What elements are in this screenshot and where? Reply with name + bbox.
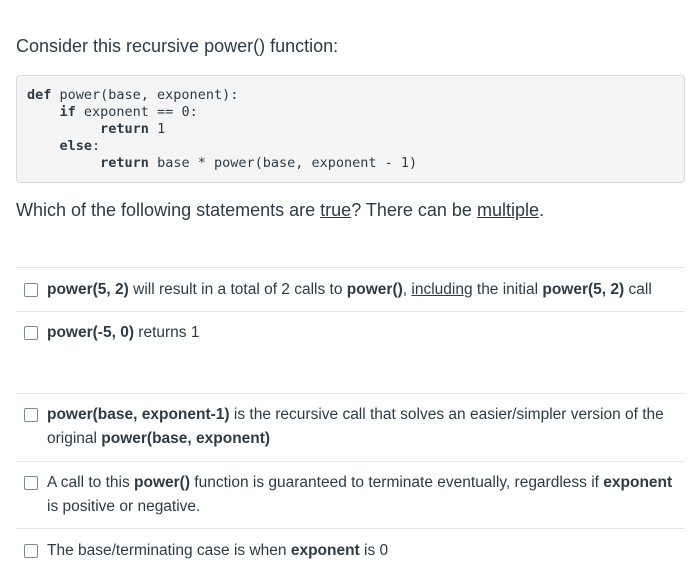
code-indent (27, 138, 60, 154)
code-text: : (92, 138, 101, 154)
divider (16, 393, 685, 394)
option-text: A call to this (47, 474, 135, 491)
option-5-label: The base/terminating case is when expone… (47, 539, 388, 563)
question-text: ? There can be (351, 200, 477, 220)
option-text: will result in a total of 2 calls to (128, 281, 347, 298)
option-text: call (624, 281, 652, 298)
divider (16, 311, 685, 312)
option-text: The base/terminating case is when (47, 542, 291, 559)
option-3-label: power(base, exponent-1) is the recursive… (47, 403, 680, 451)
code-indent (27, 104, 60, 120)
option-bold-text: power(-5, 0) (47, 324, 134, 341)
option-underlined-text: including (411, 281, 473, 298)
question-emphasis-true: true (320, 200, 352, 220)
option-bold-text: exponent (603, 474, 673, 491)
question-text: Which of the following statements are (16, 200, 321, 220)
option-bold-text: power(base, exponent-1) (47, 406, 230, 423)
checkbox[interactable] (24, 544, 38, 558)
code-keyword: def (27, 87, 52, 103)
option-bold-text: power() (134, 474, 190, 491)
checkbox[interactable] (24, 326, 38, 340)
option-3[interactable]: power(base, exponent-1) is the recursive… (24, 403, 680, 451)
code-text: power(base, exponent): (51, 87, 239, 103)
option-1[interactable]: power(5, 2) will result in a total of 2 … (24, 278, 680, 302)
divider (16, 461, 685, 462)
code-keyword: else (59, 138, 93, 154)
option-text: is positive or negative. (47, 498, 201, 515)
code-line-4: else: (27, 138, 674, 155)
option-4[interactable]: A call to this power() function is guara… (24, 471, 680, 519)
option-2[interactable]: power(-5, 0) returns 1 (24, 321, 680, 345)
question-emphasis-multiple: multiple (476, 200, 539, 220)
code-line-2: if exponent == 0: (27, 104, 674, 121)
code-indent (27, 155, 100, 171)
option-bold-text: power() (346, 281, 403, 298)
code-keyword: return (100, 155, 149, 171)
option-bold-text: exponent (290, 542, 360, 559)
code-text: exponent == 0: (75, 104, 198, 120)
question-prompt: Which of the following statements are tr… (16, 200, 544, 221)
code-text: 1 (148, 121, 166, 137)
code-line-3: return 1 (27, 121, 674, 138)
code-keyword: if (59, 104, 76, 120)
option-4-label: A call to this power() function is guara… (47, 471, 680, 519)
option-text: returns 1 (133, 324, 200, 341)
code-text: base * power(base, exponent - 1) (148, 155, 418, 171)
code-keyword: return (100, 121, 149, 137)
option-text: , (402, 281, 412, 298)
option-text: is 0 (359, 542, 389, 559)
checkbox[interactable] (24, 283, 38, 297)
option-2-label: power(-5, 0) returns 1 (47, 321, 199, 345)
option-text: is the recursive call that solves an eas… (47, 406, 664, 447)
code-block: def power(base, exponent): if exponent =… (16, 75, 685, 183)
option-1-label: power(5, 2) will result in a total of 2 … (47, 278, 652, 302)
checkbox[interactable] (24, 408, 38, 422)
code-indent (27, 121, 100, 137)
option-bold-text: power(base, exponent) (101, 430, 271, 447)
divider (16, 528, 685, 529)
code-line-1: def power(base, exponent): (27, 87, 674, 104)
option-text: function is guaranteed to terminate even… (189, 474, 604, 491)
question-text: . (538, 200, 544, 220)
option-bold-text: power(5, 2) (542, 281, 625, 298)
checkbox[interactable] (24, 476, 38, 490)
option-text: the initial (472, 281, 543, 298)
option-bold-text: power(5, 2) (47, 281, 129, 298)
divider (16, 267, 685, 268)
code-line-5: return base * power(base, exponent - 1) (27, 155, 674, 172)
intro-text: Consider this recursive power() function… (16, 36, 339, 56)
option-5[interactable]: The base/terminating case is when expone… (24, 539, 680, 563)
